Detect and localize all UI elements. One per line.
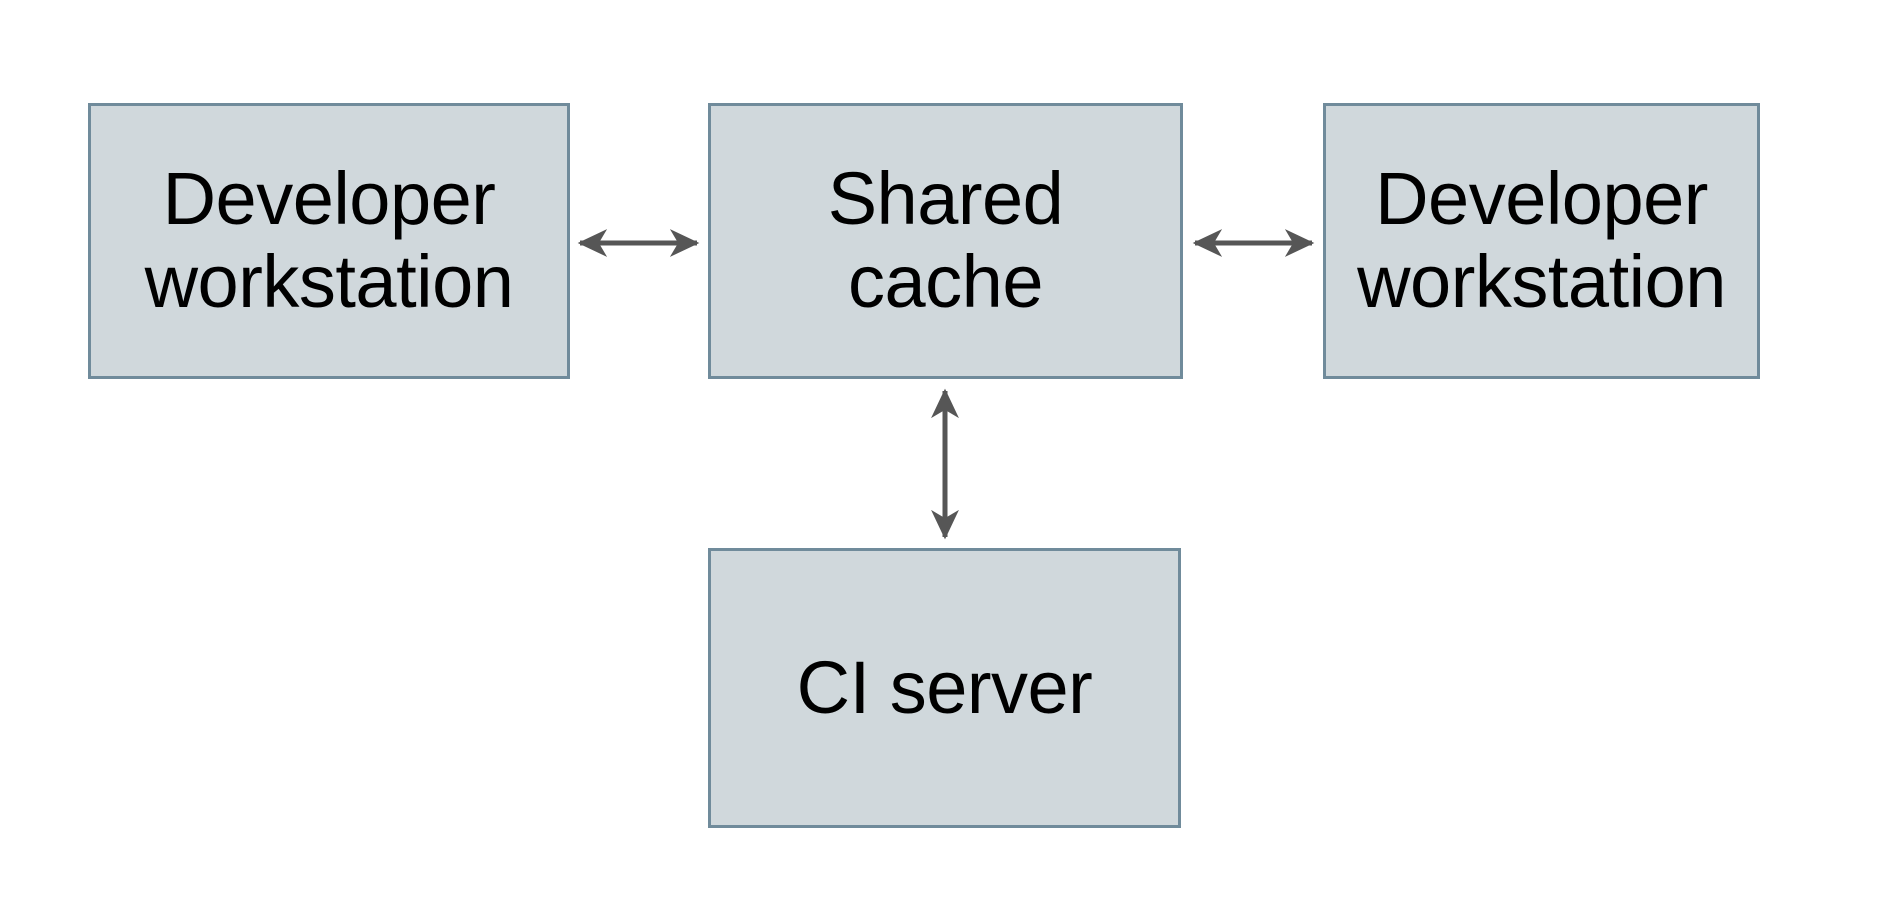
node-developer-workstation-right[interactable]: Developer workstation <box>1323 103 1760 379</box>
connector-hit-ci-to-cache[interactable] <box>924 379 966 548</box>
node-label: Shared cache <box>827 157 1064 323</box>
node-label: CI server <box>796 645 1093 729</box>
connector-hit-dev-left-to-cache[interactable] <box>568 222 708 264</box>
node-label: Developer workstation <box>144 157 514 323</box>
node-label: Developer workstation <box>1357 157 1726 323</box>
connector-hit-cache-to-dev-right[interactable] <box>1183 222 1323 264</box>
node-developer-workstation-left[interactable]: Developer workstation <box>88 103 570 379</box>
node-ci-server[interactable]: CI server <box>708 548 1181 828</box>
node-shared-cache[interactable]: Shared cache <box>708 103 1183 379</box>
